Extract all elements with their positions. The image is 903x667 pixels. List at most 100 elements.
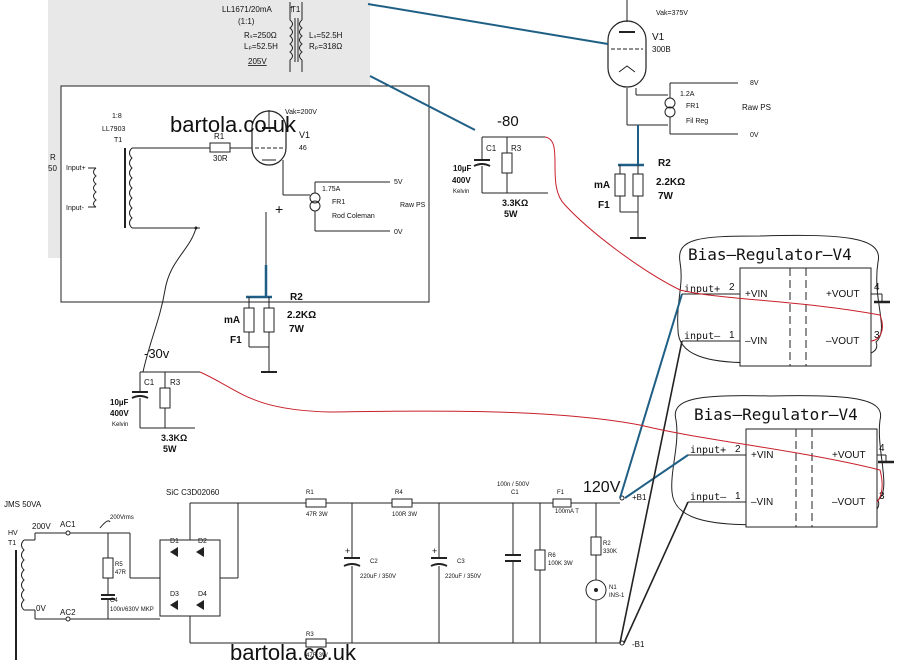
bias-regulator-2-in-minus-label: input–: [690, 492, 727, 503]
bias-regulator-2-out-plus-pin: 4: [879, 443, 885, 454]
bias-regulator-1-in-minus-label: input–: [684, 331, 721, 342]
top-transformer-lp: Lₚ=52.5H: [244, 42, 278, 51]
psu-r3-ref: R3: [306, 632, 314, 638]
output-fil-current: 1.2A: [680, 91, 695, 98]
bias-regulator-2-vout-plus: +VOUT: [832, 450, 866, 461]
top-transformer-rp: Rₚ=318Ω: [309, 42, 342, 51]
red-bias-wires: [199, 136, 883, 503]
bias-regulator-2-vin-minus: –VIN: [751, 497, 773, 508]
output-cathode-res-value: 2.2KΩ: [656, 177, 685, 188]
psu-diode-part: SiC C3D02060: [166, 488, 220, 497]
psu-r6-ref: R6: [548, 553, 556, 559]
wire-to-bias-80: [369, 75, 476, 131]
driver-bias-cap-voltage: 400V: [110, 409, 129, 418]
bias-regulator-1-out-minus-pin: 3: [874, 330, 880, 341]
driver-fuse-label: F1: [230, 335, 242, 346]
output-bias-voltage: -80: [497, 113, 519, 130]
top-transformer-rs: Rₛ=250Ω: [244, 31, 277, 40]
psu-c4-value: 100n/630V MKP: [110, 607, 154, 613]
bias-regulator-1-outline: [677, 234, 882, 364]
psu-c4-ref: C4: [110, 598, 118, 604]
output-tube-ref: V1: [652, 32, 665, 43]
psu-ac2-terminal: [65, 616, 71, 622]
wire-driver-grid-to-bias: [142, 227, 197, 373]
driver-meter-label: mA: [224, 315, 240, 326]
psu-n1-ref: N1: [609, 585, 617, 591]
top-transformer-voltage: 205V: [248, 57, 267, 66]
bias-regulator-2-title: Bias–Regulator–V4: [694, 405, 858, 424]
output-bias-cap-voltage: 400V: [452, 176, 471, 185]
bias-regulator-2-vout-minus: –VOUT: [832, 497, 865, 508]
psu-d2-label: D2: [198, 538, 207, 545]
bias-regulator-2-in-plus-label: input+: [690, 445, 726, 456]
bias-regulator-1-in-plus-pin: 2: [729, 282, 735, 293]
driver-cathode-network: [243, 297, 277, 373]
wire-reg1-minus-to-b1: [619, 340, 683, 644]
driver-bias-cap-ref: C1: [144, 378, 155, 387]
psu-r1-ref: R1: [306, 490, 314, 496]
wire-reg2-plus-to-b1: [624, 454, 689, 499]
psu-r5-value: 47R: [115, 570, 127, 576]
output-fr-ref: FR1: [686, 103, 699, 110]
driver-fil-current: 1.75A: [322, 186, 341, 193]
psu-c1-value: 100n / 500V: [497, 482, 529, 488]
bias-regulator-1-vout-minus: –VOUT: [826, 336, 859, 347]
driver-cathode-res-power: 7W: [289, 324, 305, 335]
psu-f1-value: 100mA T: [555, 509, 579, 515]
wire-bias-80-to-reg1: [544, 136, 883, 342]
psu-r2-value: 330K: [603, 549, 617, 555]
output-bias-cap-brand: Kelvin: [453, 189, 469, 195]
psu-filter-caps: [343, 503, 607, 643]
power-supply: JMS 50VA HV T1 200V 0V AC1 AC2 200Vrms: [4, 479, 647, 660]
driver-partial-ref: R: [50, 153, 56, 162]
psu-negative-rail: [305, 638, 620, 648]
black-supply-wires: [619, 340, 689, 644]
driver-grid-res-ref: R1: [214, 132, 225, 141]
psu-f1-ref: F1: [557, 490, 565, 496]
driver-fr-label: Rod Coleman: [332, 213, 375, 220]
bias-regulator-1-out-plus-pin: 4: [874, 282, 880, 293]
output-filament-regulator: [664, 82, 738, 135]
driver-input-plus: Input+: [66, 165, 86, 172]
output-tube-300b: [607, 0, 668, 126]
output-meter-label: mA: [594, 180, 610, 191]
psu-snubber: [101, 533, 115, 619]
bias-regulator-2-out-minus-pin: 3: [879, 491, 885, 502]
psu-r4-ref: R4: [395, 490, 403, 496]
wire-reg1-plus-to-b1: [619, 293, 683, 499]
psu-b1-plus-label: +B1: [632, 493, 647, 502]
driver-plus-sign: +: [275, 201, 283, 217]
driver-cathode-res-value: 2.2KΩ: [287, 310, 316, 321]
psu-c3-polarity: +: [432, 546, 437, 556]
output-bias-res-power: 5W: [504, 209, 518, 219]
psu-ac1-terminal: [65, 530, 71, 536]
output-cathode-res-power: 7W: [658, 191, 674, 202]
psu-sec-zero: 0V: [36, 604, 46, 613]
psu-n1-value: INS-1: [609, 593, 625, 599]
driver-grid-resistor: [209, 142, 252, 153]
psu-transformer-ref: T1: [8, 540, 16, 547]
psu-r6-value: 100K 3W: [548, 561, 573, 567]
psu-r3-value: 47R 3W: [306, 653, 328, 659]
output-psu-label: Raw PS: [742, 103, 771, 112]
psu-c2-value: 220uF / 350V: [360, 574, 396, 580]
driver-transformer-symbol: [88, 147, 210, 229]
diode-d2-icon: [196, 547, 204, 557]
driver-transformer-ref: T1: [114, 137, 122, 144]
output-cathode-res-ref: R2: [658, 158, 671, 169]
diode-d1-icon: [170, 547, 178, 557]
bias-regulator-2-pins: [688, 454, 894, 503]
output-bias-res-ref: R3: [511, 144, 522, 153]
output-rail-top: 8V: [750, 80, 759, 87]
psu-vrms-label: 200Vrms: [110, 515, 134, 521]
watermark-bottom: bartola.co.uk: [230, 640, 357, 665]
bias-regulator-1-vin-plus: +VIN: [745, 289, 768, 300]
driver-bias-res-ref: R3: [170, 378, 181, 387]
output-rail-bottom: 0V: [750, 132, 759, 139]
driver-vak: Vak=200V: [285, 109, 317, 116]
psu-d4-label: D4: [198, 591, 207, 598]
output-cathode-network: [614, 165, 646, 239]
psu-c2-polarity: +: [345, 546, 350, 556]
driver-rail-bottom: 0V: [394, 229, 403, 236]
bias-regulator-2-in-minus-pin: 1: [735, 491, 741, 502]
